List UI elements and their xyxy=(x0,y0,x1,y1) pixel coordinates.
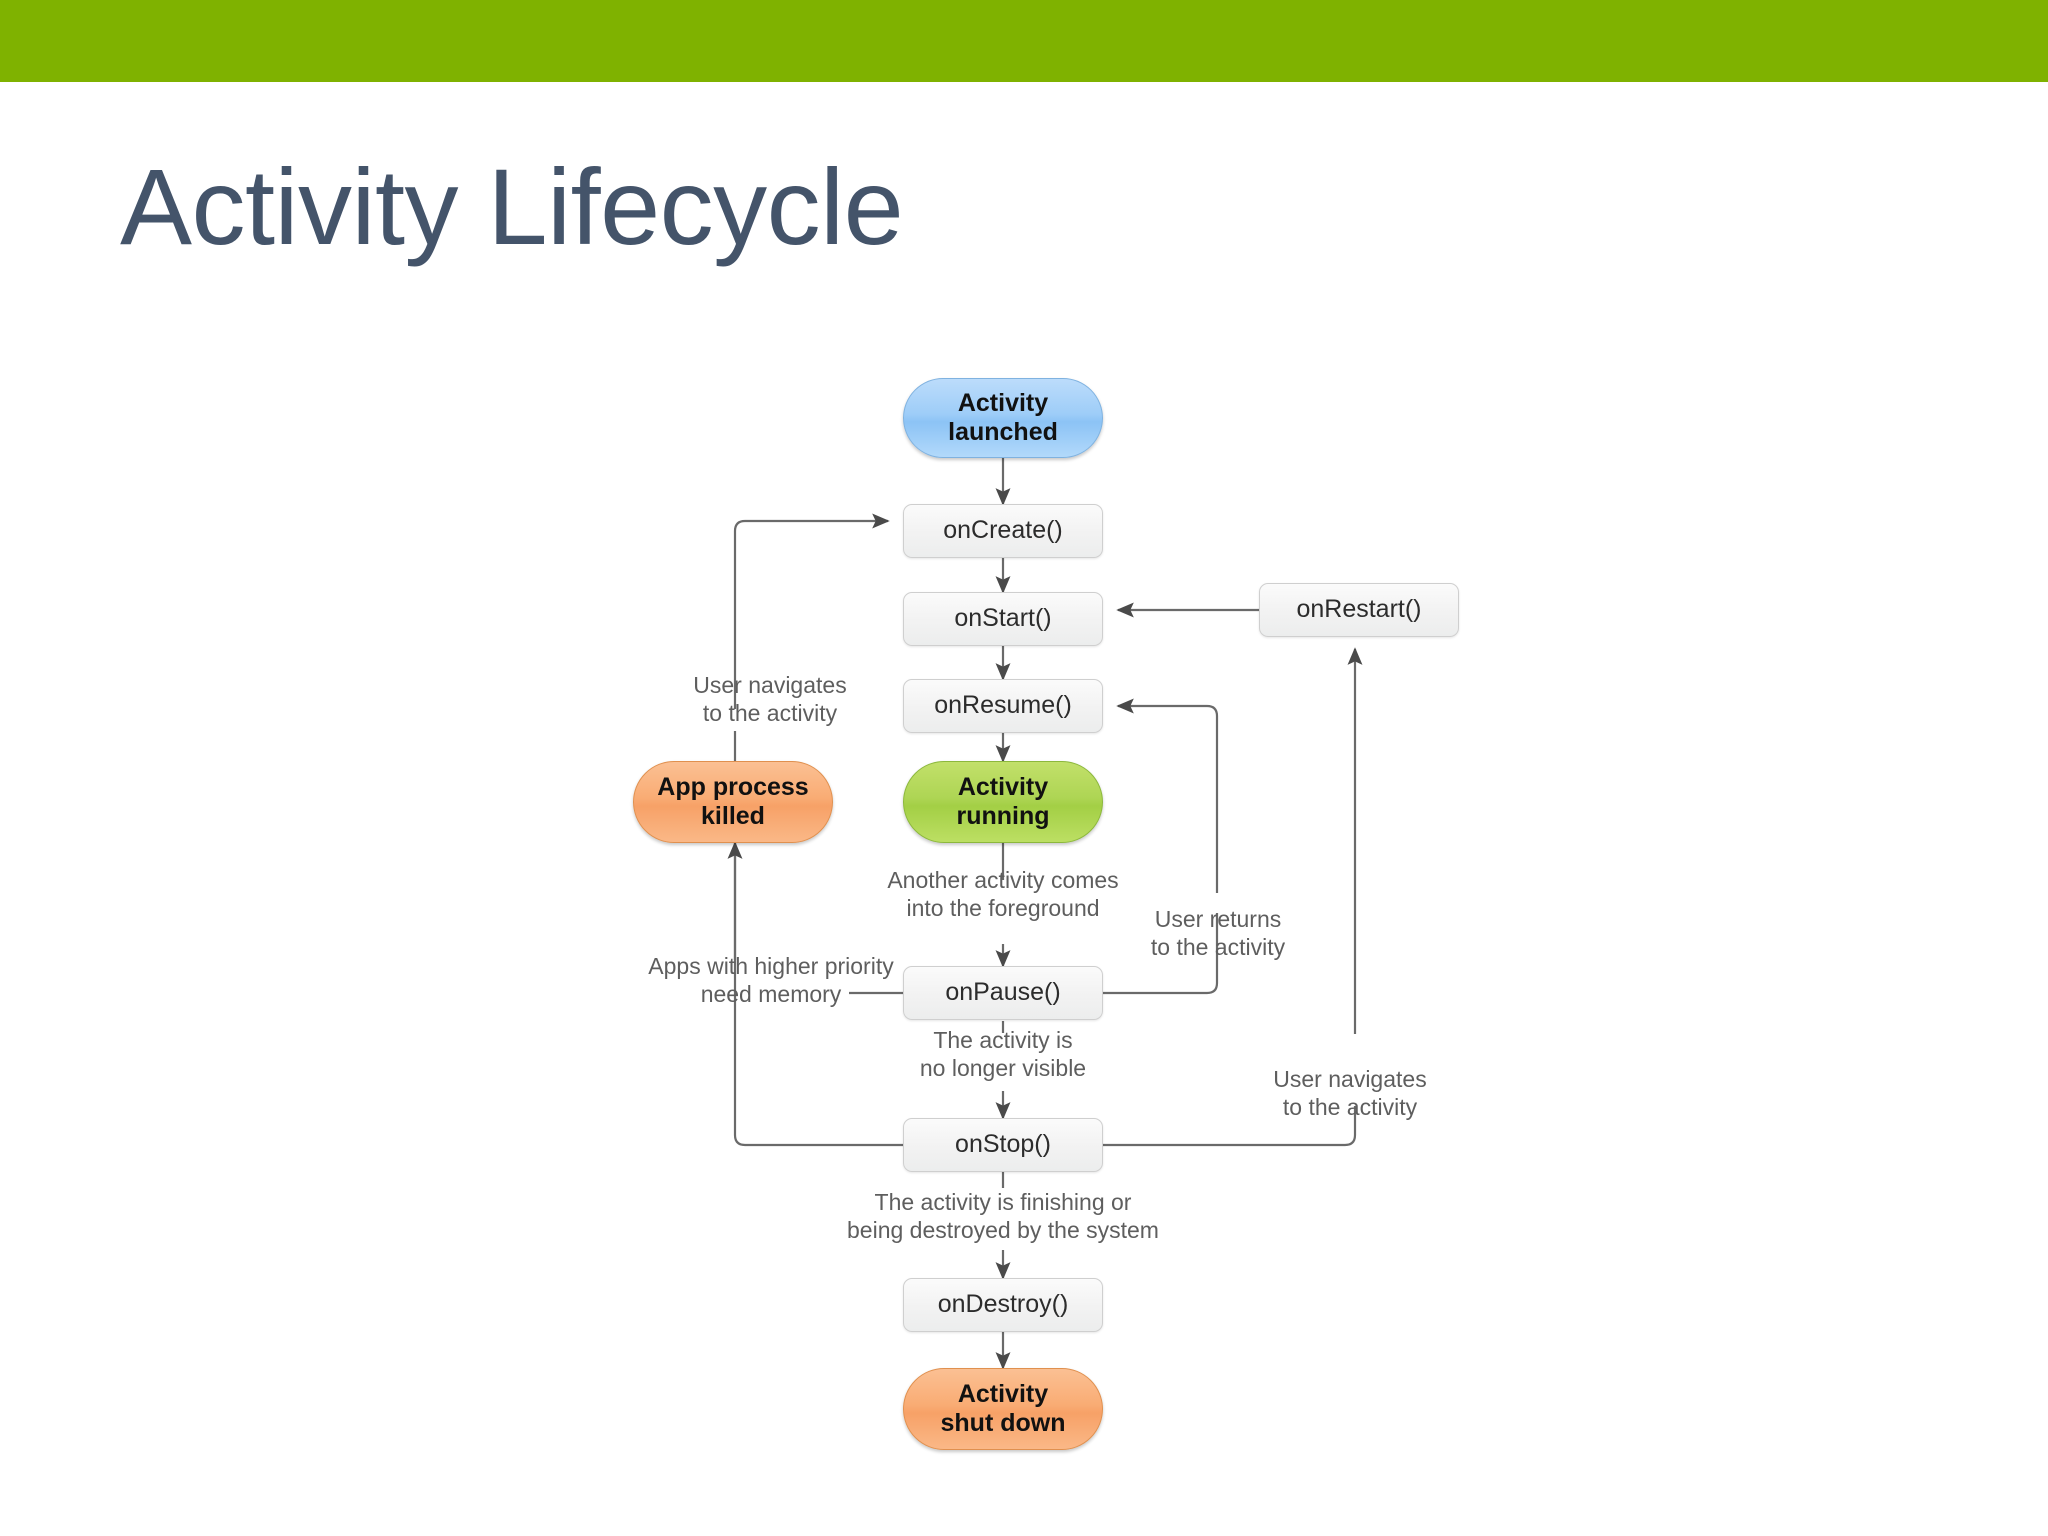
callback-onpause[interactable]: onPause() xyxy=(903,966,1103,1020)
top-banner xyxy=(0,0,2048,82)
state-activity-launched[interactable]: Activity launched xyxy=(903,378,1103,458)
page-title: Activity Lifecycle xyxy=(120,146,904,267)
state-activity-shut-down[interactable]: Activity shut down xyxy=(903,1368,1103,1450)
caption-apps-higher-priority: Apps with higher priority need memory xyxy=(648,953,894,1008)
callback-oncreate[interactable]: onCreate() xyxy=(903,504,1103,558)
callback-onresume[interactable]: onResume() xyxy=(903,679,1103,733)
state-label-line1: Activity xyxy=(957,772,1049,801)
caption-user-navigates-right: User navigates to the activity xyxy=(1273,1066,1427,1121)
state-label-line2: launched xyxy=(948,418,1058,446)
state-app-process-killed[interactable]: App process killed xyxy=(633,761,833,843)
callback-ondestroy[interactable]: onDestroy() xyxy=(903,1278,1103,1332)
caption-user-returns: User returns to the activity xyxy=(1150,906,1286,961)
state-label-line2: running xyxy=(956,802,1050,830)
state-label-line2: killed xyxy=(701,802,765,830)
state-activity-running[interactable]: Activity running xyxy=(903,761,1103,843)
state-label-line2: shut down xyxy=(940,1409,1066,1437)
caption-finishing-destroyed: The activity is finishing or being destr… xyxy=(847,1189,1159,1244)
state-label-line1: Activity xyxy=(957,388,1049,417)
state-label-line1: Activity xyxy=(957,1379,1049,1408)
state-label-line1: App process xyxy=(657,772,809,801)
caption-no-longer-visible: The activity is no longer visible xyxy=(919,1027,1087,1082)
callback-onrestart[interactable]: onRestart() xyxy=(1259,583,1459,637)
caption-user-navigates-left: User navigates to the activity xyxy=(693,672,847,727)
callback-onstop[interactable]: onStop() xyxy=(903,1118,1103,1172)
callback-onstart[interactable]: onStart() xyxy=(903,592,1103,646)
caption-another-activity-foreground: Another activity comes into the foregrou… xyxy=(887,867,1119,922)
